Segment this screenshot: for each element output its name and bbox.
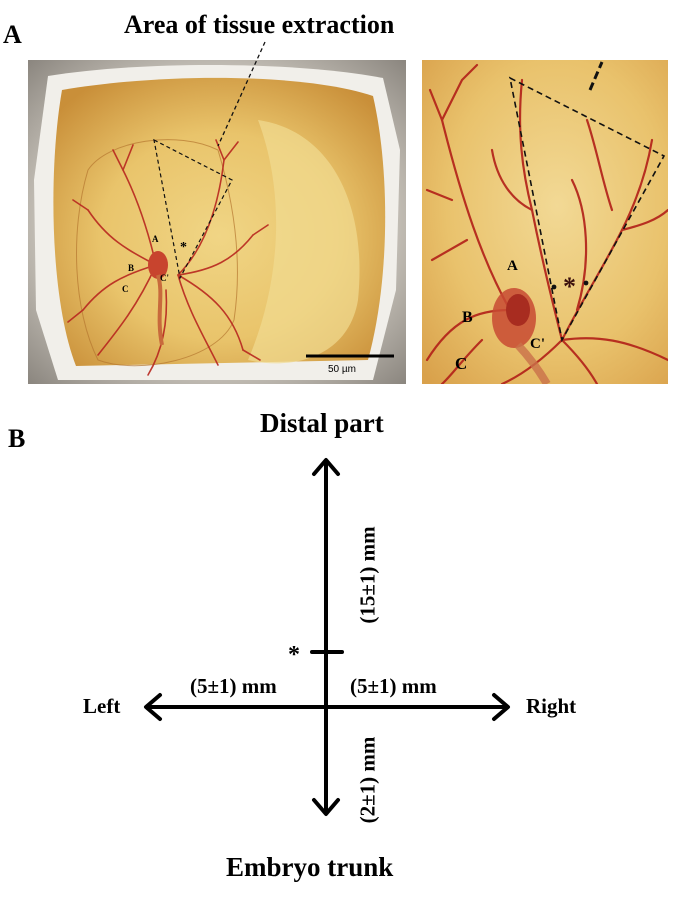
marker-star: *	[288, 642, 300, 668]
egg-photo-left	[28, 60, 406, 384]
left-label-a: A	[152, 234, 159, 244]
label-embryo-trunk: Embryo trunk	[226, 852, 394, 882]
measure-left: (5±1) mm	[190, 674, 277, 698]
measure-up-wrap: (15±1) mm	[356, 510, 380, 640]
egg-photo-right-image	[422, 60, 668, 384]
measure-down-wrap: (2±1) mm	[356, 722, 380, 838]
left-label-b: B	[128, 263, 135, 273]
title-leader-line	[217, 41, 266, 147]
egg-photo-left-image	[28, 60, 406, 384]
measure-right: (5±1) mm	[350, 674, 437, 698]
right-label-c: C	[455, 354, 468, 373]
right-label-b: B	[462, 309, 473, 326]
left-label-c: C	[122, 284, 129, 294]
measure-up: (15±1) mm	[355, 526, 380, 624]
panel-b-letter: B	[8, 424, 26, 453]
label-left: Left	[83, 694, 121, 718]
panel-a-letter: A	[3, 20, 22, 49]
scale-bar-label: 50 µm	[328, 364, 356, 375]
arrowhead-down	[312, 798, 340, 816]
label-right: Right	[526, 694, 577, 718]
label-distal-part: Distal part	[260, 408, 384, 438]
right-label-star: *	[563, 272, 576, 301]
left-label-c-prime: C'	[160, 273, 169, 283]
arrowhead-right	[492, 693, 510, 721]
right-label-a: A	[507, 258, 518, 274]
arrowhead-left	[144, 693, 162, 721]
left-label-star: *	[180, 240, 187, 255]
arrowhead-up	[312, 458, 340, 476]
measure-down: (2±1) mm	[355, 736, 380, 824]
right-label-c-prime: C'	[530, 336, 545, 352]
egg-photo-right	[422, 60, 668, 384]
panel-a-title: Area of tissue extraction	[124, 10, 395, 39]
